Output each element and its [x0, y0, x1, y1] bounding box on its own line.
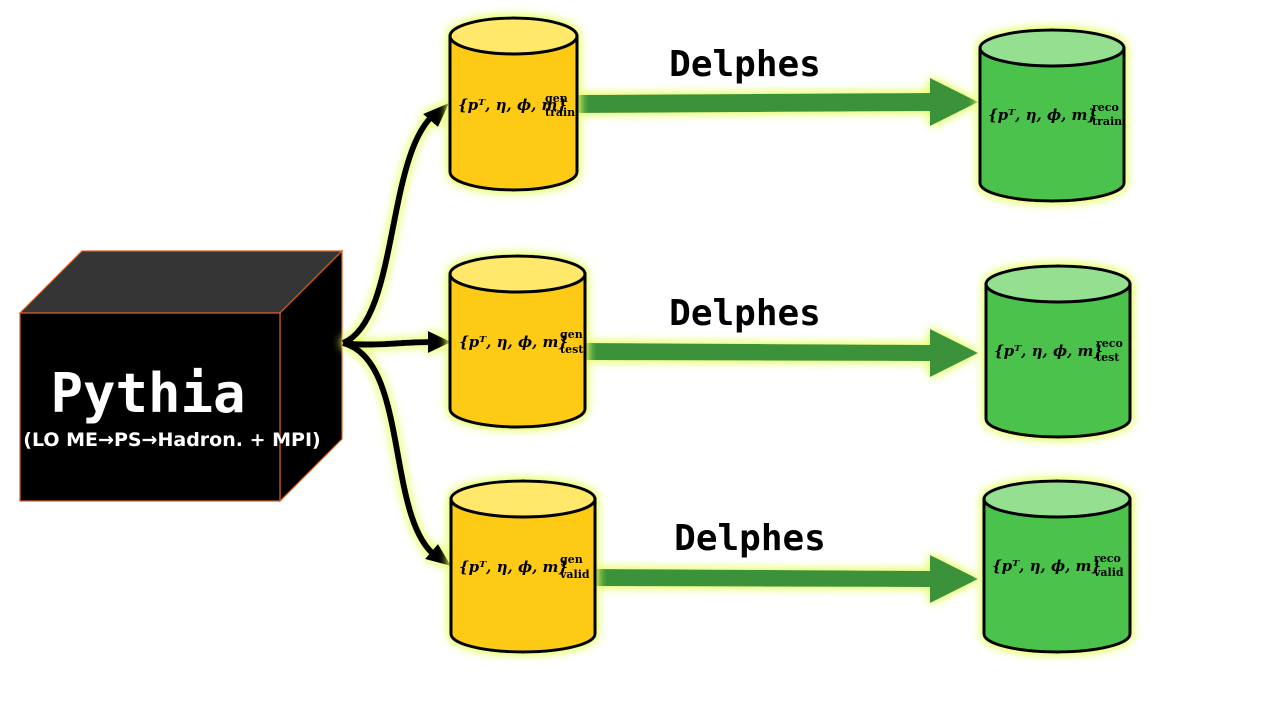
branch-arrow-train — [341, 109, 439, 346]
gen-sub: test — [560, 343, 584, 356]
delphes-arrows — [577, 78, 978, 603]
delphes-arrow-train — [577, 78, 978, 126]
branch-arrows — [341, 103, 451, 566]
gen-sup: gen — [560, 328, 583, 341]
reco-sub: test — [1096, 351, 1120, 364]
gen-vars: {pᵀ, η, ϕ, m} — [459, 333, 568, 351]
cylinder-top — [984, 264, 1132, 304]
reco-sup: reco — [1092, 101, 1119, 114]
pythia-title: Pythia — [50, 362, 245, 425]
delphes-label-test: Delphes — [669, 293, 821, 334]
delphes-arrow-valid — [595, 555, 978, 603]
gen-label-test: {pᵀ, η, ϕ, m} gen test — [459, 328, 584, 356]
cylinder-top — [449, 479, 597, 519]
cylinder-body — [984, 282, 1132, 439]
reco-vars: {pᵀ, η, ϕ, m} — [994, 342, 1103, 360]
gen-vars: {pᵀ, η, ϕ, m} — [458, 96, 567, 114]
gen-cylinder-valid — [449, 479, 597, 654]
cylinder-body — [448, 272, 587, 429]
gen-cylinder-test — [448, 254, 587, 429]
cylinder-top — [978, 28, 1126, 68]
gen-sup: gen — [545, 92, 568, 105]
cylinder-top — [982, 479, 1132, 519]
gen-label-valid: {pᵀ, η, ϕ, m} gen valid — [459, 553, 590, 581]
reco-sub: train — [1092, 115, 1122, 128]
reco-sup: reco — [1096, 337, 1123, 350]
reco-vars: {pᵀ, η, ϕ, m} — [988, 106, 1097, 124]
pythia-generator-cube: Pythia (LO ME→PS→Hadron. + MPI) — [18, 249, 344, 503]
arrowhead-train — [423, 103, 449, 127]
reco-label-train: {pᵀ, η, ϕ, m} reco train — [988, 101, 1122, 128]
reco-cylinder-valid — [982, 479, 1132, 654]
reco-cylinder-train — [978, 28, 1126, 203]
delphes-arrow-test — [585, 329, 978, 377]
gen-label-train: {pᵀ, η, ϕ, m} gen train — [458, 92, 575, 119]
reco-label-valid: {pᵀ, η, ϕ, m} reco valid — [992, 552, 1124, 579]
delphes-label-train: Delphes — [669, 44, 821, 85]
reco-sup: reco — [1094, 552, 1121, 565]
branch-arrow-valid — [342, 340, 439, 560]
gen-sub: train — [545, 106, 575, 119]
cylinder-body — [448, 34, 579, 192]
gen-vars: {pᵀ, η, ϕ, m} — [459, 558, 568, 576]
branch-arrow-test — [342, 339, 433, 348]
reco-cylinder-test — [984, 264, 1132, 439]
cylinder-body — [978, 46, 1126, 203]
reco-label-test: {pᵀ, η, ϕ, m} reco test — [994, 337, 1123, 364]
arrowhead-test — [428, 331, 451, 353]
cylinder-top — [448, 254, 587, 294]
cylinder-body — [982, 497, 1132, 654]
delphes-labels: Delphes Delphes Delphes — [669, 44, 826, 559]
pythia-subtitle: (LO ME→PS→Hadron. + MPI) — [23, 429, 320, 451]
delphes-label-valid: Delphes — [674, 518, 826, 559]
gen-sup: gen — [560, 553, 583, 566]
cube-front-face — [19, 312, 281, 502]
arrowhead-valid — [425, 544, 451, 566]
reco-sub: valid — [1093, 566, 1124, 579]
cylinder-body — [449, 497, 597, 654]
gen-sub: valid — [559, 568, 590, 581]
reco-vars: {pᵀ, η, ϕ, m} — [992, 557, 1101, 575]
cylinder-top — [448, 16, 579, 56]
gen-cylinder-train — [448, 16, 579, 192]
